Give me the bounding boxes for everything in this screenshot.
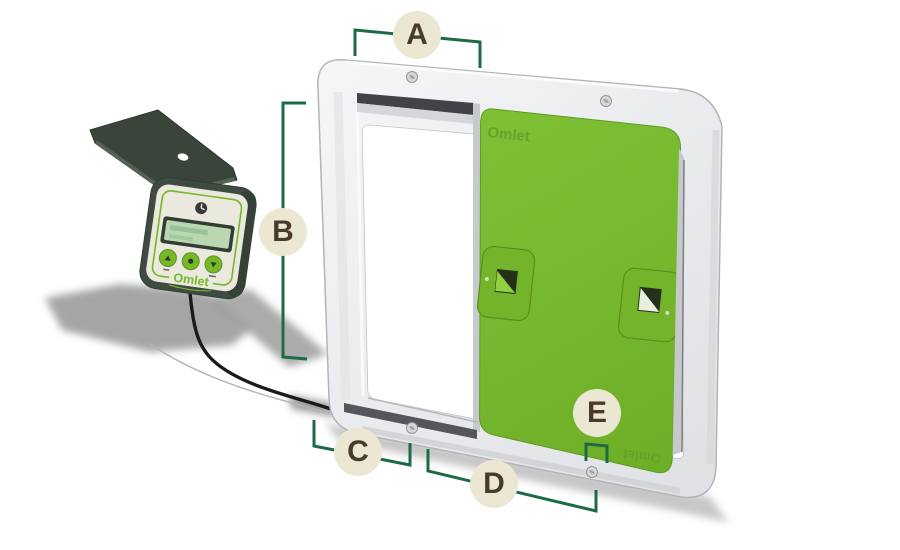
dimension-label-a: A <box>393 11 441 59</box>
dimension-bracket-e <box>584 442 609 463</box>
bottom-step-line <box>367 397 478 423</box>
door-right-gap-line <box>681 159 685 453</box>
control-unit-screen <box>160 216 235 253</box>
frame-screws <box>406 71 612 478</box>
door-logo: Omlet <box>487 124 531 145</box>
door-handle-right <box>617 267 683 343</box>
control-unit-lid <box>89 109 238 197</box>
door-panel <box>479 108 682 474</box>
door-handle-left <box>476 245 536 322</box>
sliding-door: Omlet Omlet <box>476 108 683 474</box>
control-unit-logo: Omlet <box>173 271 211 290</box>
cable-wire <box>188 291 336 412</box>
frame-bevel-right <box>706 129 720 465</box>
dimension-label-c: C <box>334 428 382 476</box>
dimension-label-d: D <box>470 460 518 508</box>
frame-post-shadow <box>208 289 328 367</box>
control-unit-body: Omlet <box>139 176 257 300</box>
clock-hands <box>200 203 205 211</box>
top-sill <box>357 103 474 124</box>
frame-highlight-top <box>345 60 680 93</box>
button-caption <box>208 274 216 278</box>
door-frame: Omlet Omlet <box>317 59 723 499</box>
bottom-track-slot <box>344 403 477 439</box>
cable-shadow-line <box>149 343 335 415</box>
screw <box>406 422 418 434</box>
logo-swoosh <box>169 284 211 292</box>
post-shading <box>333 91 351 401</box>
screw <box>600 95 612 107</box>
lid-hole <box>177 153 189 161</box>
screw <box>586 466 598 478</box>
door-left-gap <box>473 103 480 432</box>
button-caption <box>163 268 170 271</box>
control-unit: Omlet <box>89 109 257 300</box>
post-highlight <box>355 95 365 397</box>
control-unit-buttons[interactable] <box>158 248 223 278</box>
handle-screw <box>484 276 489 281</box>
frame-bottom-shadow <box>325 423 728 522</box>
frame-bevel-bottom <box>361 426 681 494</box>
dimension-label-e: E <box>573 389 621 437</box>
screw <box>406 71 418 83</box>
handle-screw <box>665 310 670 315</box>
dimension-label-b: B <box>259 208 307 256</box>
top-track-slot <box>357 93 474 115</box>
door-logo-rotated: Omlet <box>622 447 662 467</box>
power-cable <box>149 291 336 415</box>
door-right-gap <box>672 148 684 455</box>
